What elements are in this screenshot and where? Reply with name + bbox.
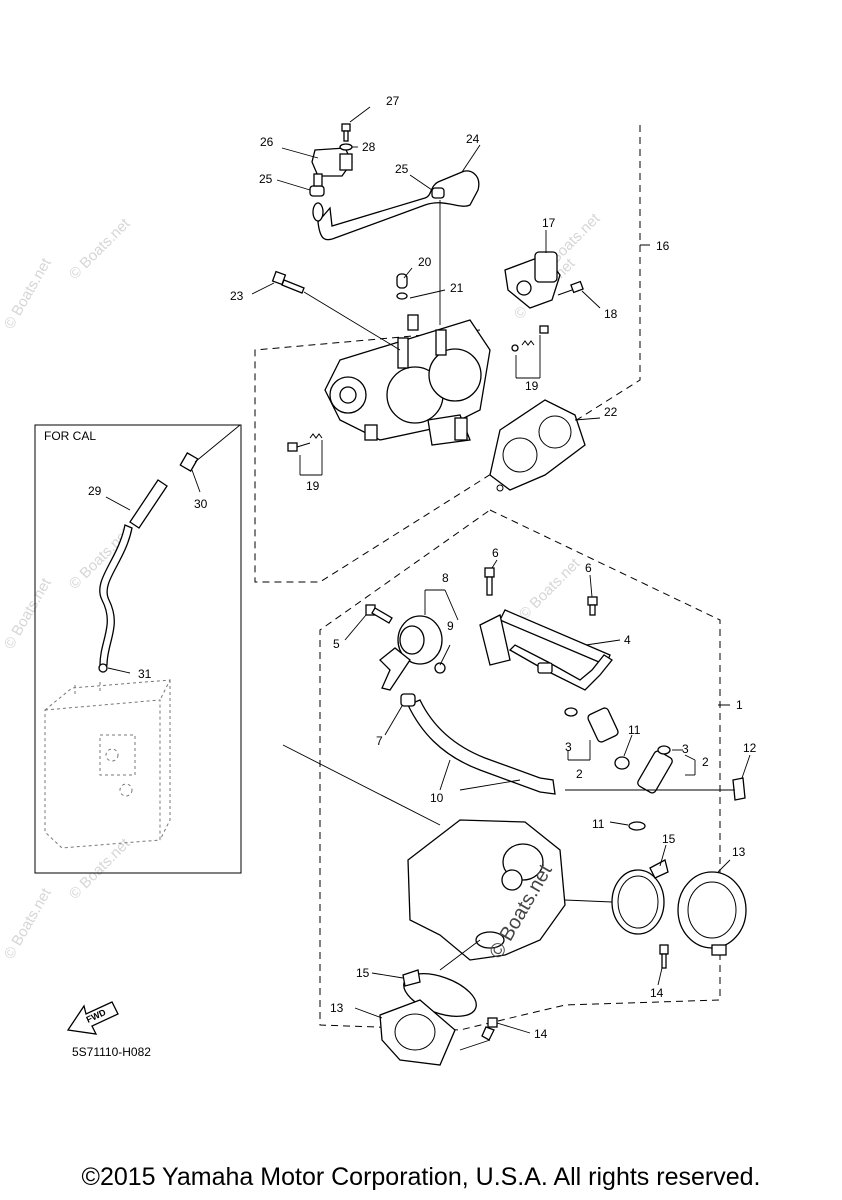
assembly-outline-1 [319,509,730,1031]
callout-7: 7 [376,734,383,748]
assembly-outline-16 [254,125,650,583]
fuel-rail-4 [479,609,613,691]
throttle-body [324,314,491,446]
tps-sensor-17 [504,251,561,309]
hose-29 [98,479,168,673]
callout-16: 16 [656,239,670,253]
callout-3-right: 3 [682,742,689,756]
injector-right [637,745,673,794]
bolt-14-right [659,944,669,969]
callout-12: 12 [743,741,757,755]
watermark: © Boats.net [516,555,584,623]
callout-26: 26 [260,135,274,149]
gasket-22 [489,399,586,492]
o-ring-11-right [628,821,646,831]
callout-15-right: 15 [662,832,676,846]
callouts: 27 26 28 24 25 25 17 16 20 21 23 18 19 2… [88,94,757,1041]
bolt-5 [365,604,393,624]
watermark: © Boats.net [1,575,55,652]
callout-29: 29 [88,484,102,498]
pressure-regulator-8 [379,615,446,691]
map-sensor-26 [311,147,353,187]
bolt-14-lower [481,1017,498,1041]
clip-30 [179,452,199,472]
bolt-27 [341,123,351,142]
callout-6-right: 6 [585,561,592,575]
bolt-6-right [587,596,598,616]
washer-28 [339,143,353,151]
intake-manifold [407,819,566,961]
callout-18: 18 [604,307,618,321]
callout-23: 23 [230,289,244,303]
callout-14-right: 14 [650,986,664,1000]
watermark: © Boats.net [66,835,134,903]
callout-4: 4 [624,633,631,647]
callout-15-lower: 15 [356,966,370,980]
callout-9: 9 [447,619,454,633]
callout-11-upper: 11 [628,723,641,737]
canister [44,679,171,849]
screw-19-upper [511,325,549,352]
callout-6-left: 6 [492,546,499,560]
callout-8: 8 [442,571,449,585]
watermark: © Boats.net [1,255,55,332]
injector-left [564,707,619,743]
fwd-arrow-icon: FWD [66,1001,119,1035]
callout-25-right: 25 [395,162,409,176]
drawing-code: 5S71110-H082 [72,1045,151,1059]
callout-14-lower: 14 [534,1027,548,1041]
watermark: © Boats.net [66,215,134,283]
bolt-6-left [484,567,495,596]
hose-10 [407,699,556,795]
callout-10: 10 [430,791,444,805]
for-cal-label: FOR CAL [44,429,96,443]
joint-13-right [677,871,747,956]
clamp-25 [309,185,445,199]
callout-27: 27 [386,94,400,108]
for-cal-box: FOR CAL [34,424,242,874]
callout-13-right: 13 [732,845,746,859]
clip-12 [732,777,746,801]
callout-24: 24 [466,132,480,146]
callout-5: 5 [333,637,340,651]
cap-20 [396,273,408,300]
callout-13-lower: 13 [330,1001,344,1015]
callout-25-left: 25 [259,172,273,186]
joint-13-lower [379,999,456,1066]
watermark: © Boats.net [1,885,55,962]
hose-24 [312,170,480,241]
callout-21: 21 [450,281,464,295]
clamp-7 [400,693,416,707]
screw-18 [557,280,584,296]
callout-31: 31 [138,667,152,681]
callout-22: 22 [604,405,618,419]
callout-2-left: 2 [576,767,583,781]
screw-19-lower [287,433,323,452]
callout-2-right: 2 [702,755,709,769]
callout-30: 30 [194,497,208,511]
clamp-15-right [611,859,669,935]
callout-1: 1 [736,698,743,712]
copyright-notice: ©2015 Yamaha Motor Corporation, U.S.A. A… [81,1163,761,1191]
callout-19-lower: 19 [306,479,320,493]
bolt-23 [271,270,305,294]
callout-3-left: 3 [565,740,572,754]
callout-28: 28 [362,140,376,154]
callout-17: 17 [542,216,556,230]
callout-19-upper: 19 [525,379,539,393]
callout-11-lower: 11 [592,817,605,831]
callout-20: 20 [418,255,432,269]
leader-lines [105,106,751,1051]
o-ring-11-left [614,756,630,770]
